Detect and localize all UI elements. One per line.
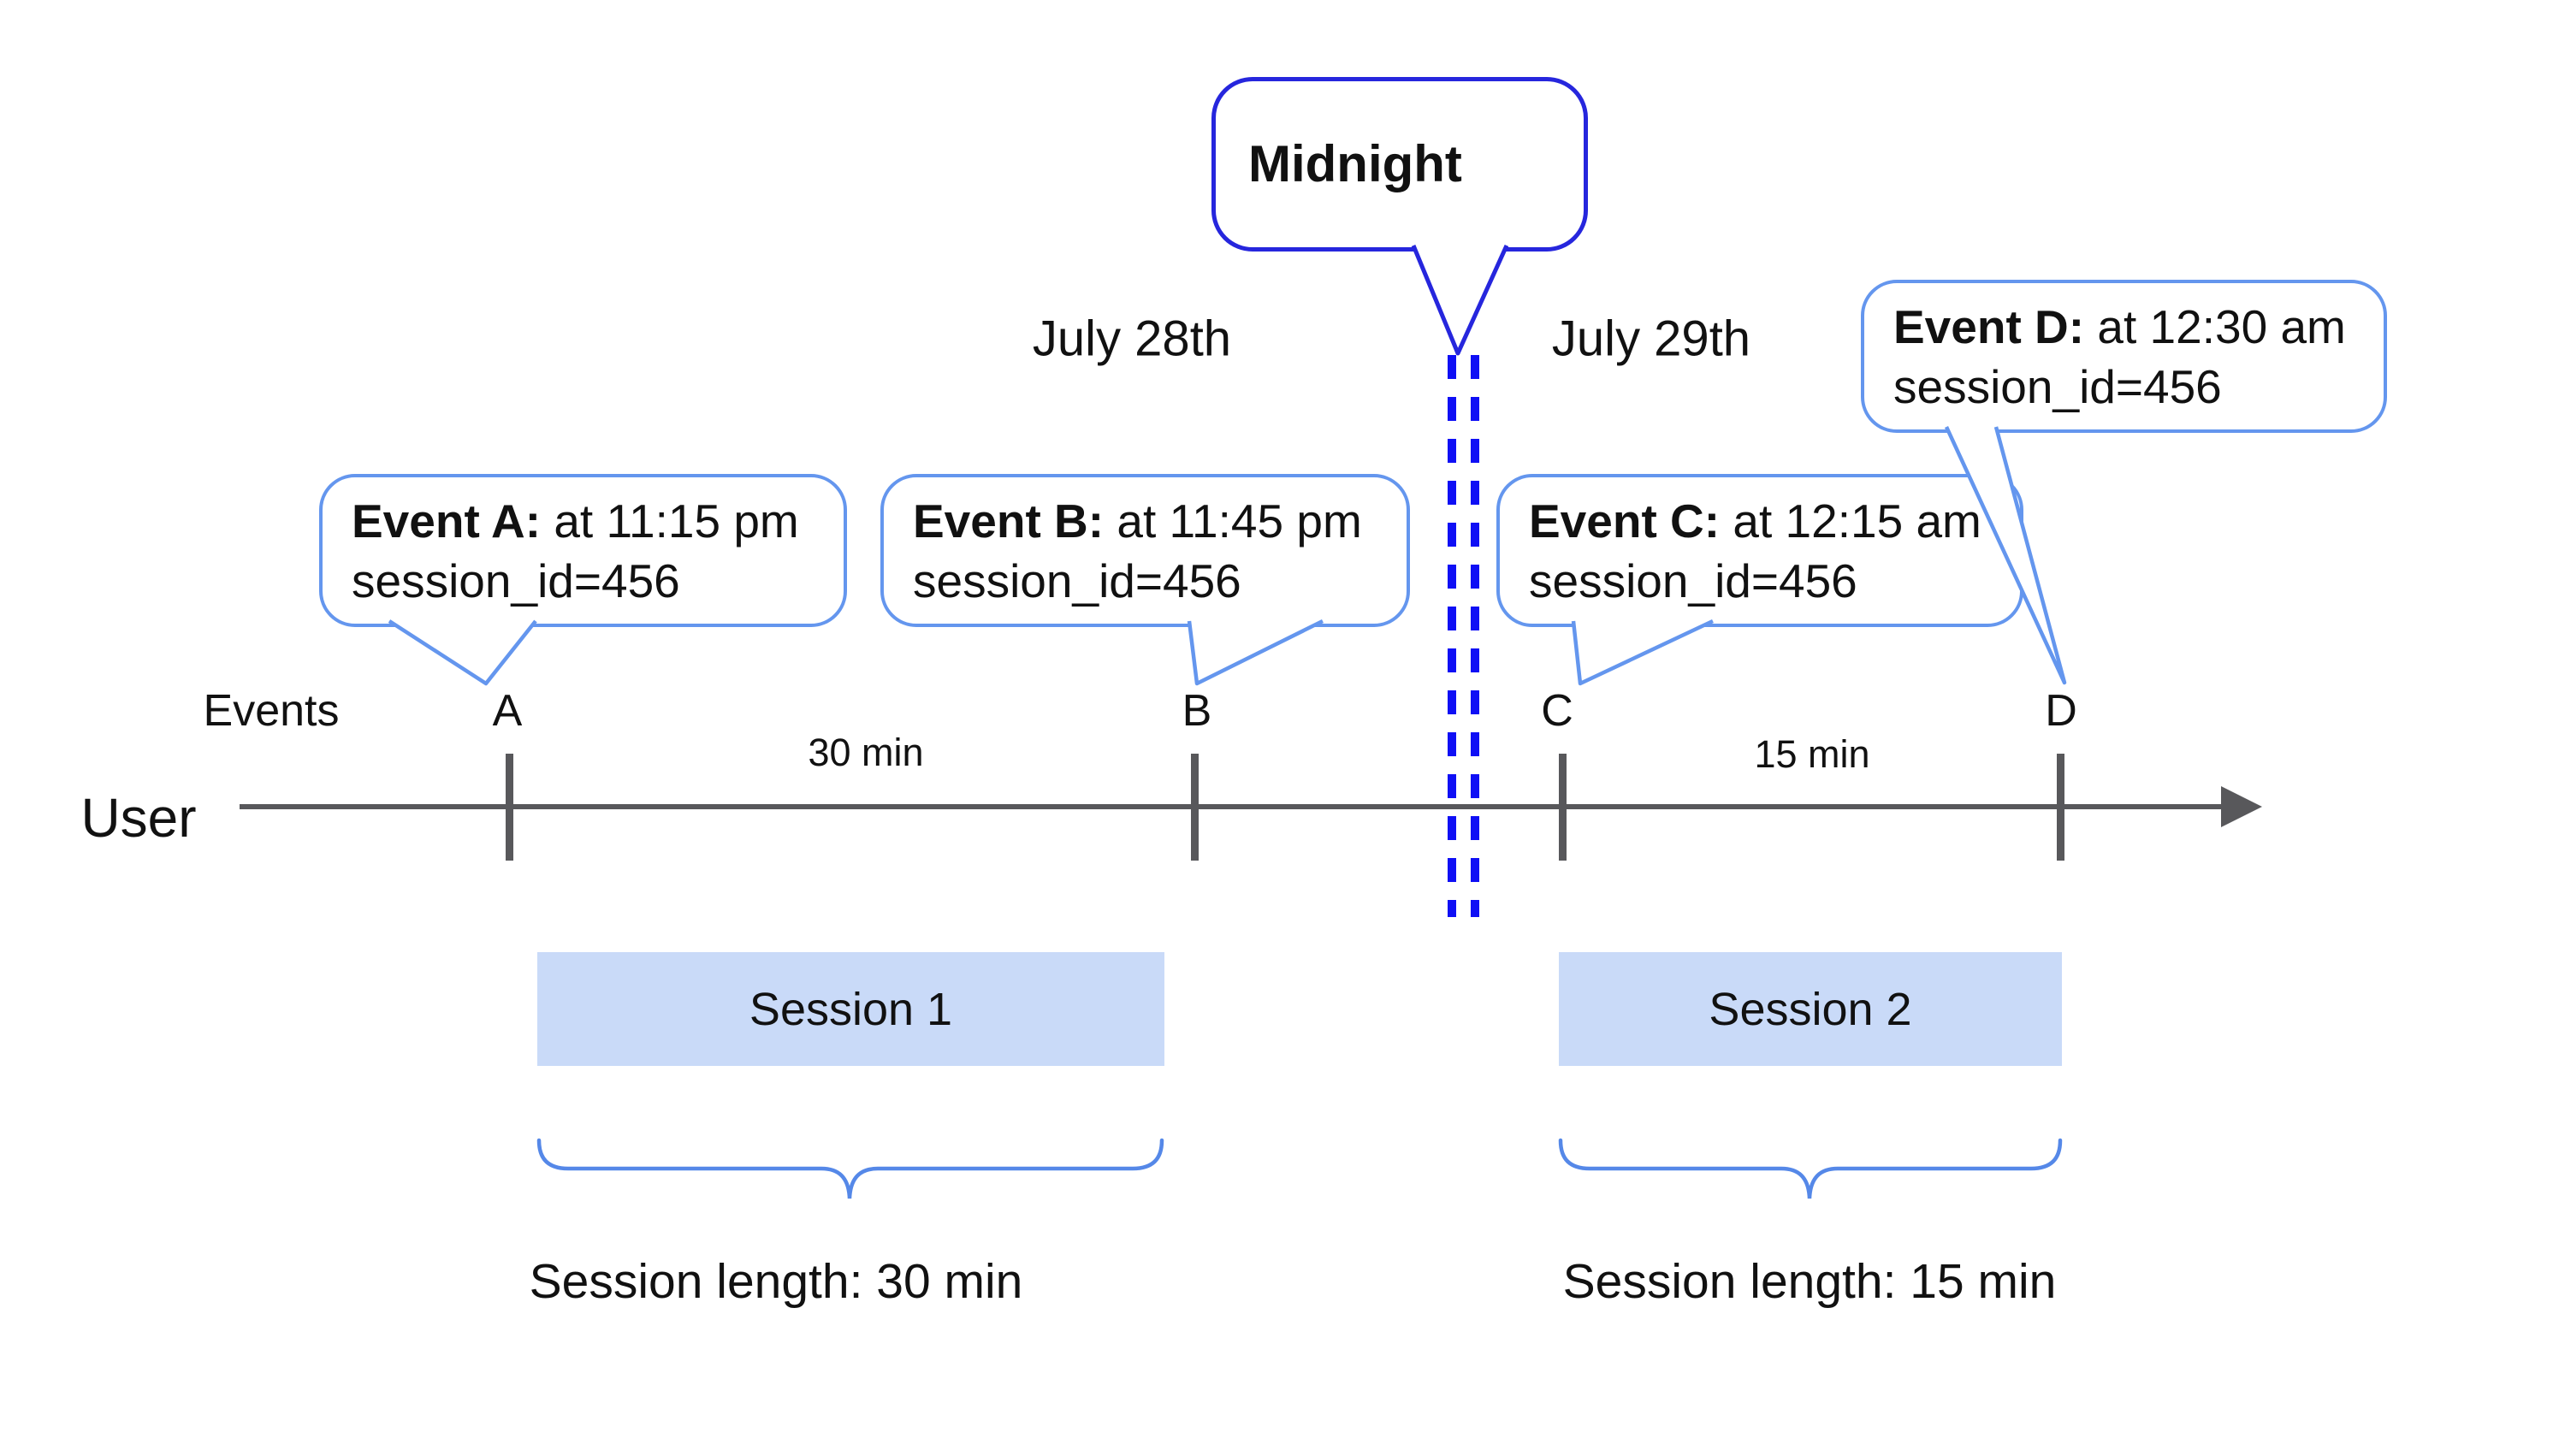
event-b-session-id: session_id=456 (913, 553, 1241, 607)
date-label-july-28: July 28th (1032, 311, 1232, 367)
event-a-callout-tail (388, 619, 537, 686)
midnight-callout-bubble: Midnight (1211, 77, 1588, 252)
event-a-session-id: session_id=456 (352, 553, 680, 607)
tick-letter-b: B (1182, 686, 1212, 736)
event-d-title-line: Event D: at 12:30 am (1893, 297, 2384, 357)
session-1-brace (536, 1138, 1164, 1199)
event-d-session-id: session_id=456 (1893, 359, 2222, 413)
event-a-title-line: Event A: at 11:15 pm (352, 491, 844, 551)
event-c-callout-bubble: Event C: at 12:15 am session_id=456 (1496, 474, 2023, 627)
event-a-time: at 11:15 pm (554, 494, 799, 547)
event-a-name: Event A: (352, 494, 542, 547)
events-row-label: Events (203, 686, 340, 736)
event-b-callout-bubble: Event B: at 11:45 pm session_id=456 (880, 474, 1410, 627)
tick-letter-d: D (2045, 686, 2077, 736)
event-b-name: Event B: (913, 494, 1105, 547)
interval-label-15min: 15 min (1754, 732, 1870, 776)
event-c-name: Event C: (1529, 494, 1721, 547)
event-a-callout-bubble: Event A: at 11:15 pm session_id=456 (319, 474, 847, 627)
session-1-box: Session 1 (537, 952, 1164, 1066)
tick-d (2057, 754, 2064, 861)
tick-letter-a: A (492, 686, 523, 736)
event-c-callout-tail (1571, 619, 1714, 686)
event-b-time: at 11:45 pm (1117, 494, 1362, 547)
session-2-length-label: Session length: 15 min (1562, 1254, 2057, 1309)
event-c-session-id: session_id=456 (1529, 553, 1857, 607)
session-2-brace (1558, 1138, 2063, 1199)
event-d-callout-bubble: Event D: at 12:30 am session_id=456 (1861, 280, 2387, 433)
tick-b (1191, 754, 1199, 861)
event-b-title-line: Event B: at 11:45 pm (913, 491, 1407, 551)
session-2-label: Session 2 (1709, 983, 1912, 1035)
midnight-label: Midnight (1248, 135, 1462, 192)
session-2-box: Session 2 (1559, 952, 2062, 1066)
session-1-label: Session 1 (749, 983, 953, 1035)
event-d-name: Event D: (1893, 299, 2085, 353)
interval-label-30min: 30 min (808, 731, 924, 774)
event-c-title-line: Event C: at 12:15 am (1529, 491, 2020, 551)
date-label-july-29: July 29th (1551, 311, 1751, 367)
tick-c (1559, 754, 1567, 861)
tick-letter-c: C (1541, 686, 1573, 736)
session-1-length-label: Session length: 30 min (529, 1254, 1023, 1309)
timeline-arrowhead-icon (2221, 786, 2262, 827)
tick-a (506, 754, 513, 861)
user-row-label: User (80, 787, 197, 849)
event-b-callout-tail (1187, 619, 1324, 686)
event-c-time: at 12:15 am (1733, 494, 1981, 547)
event-d-time: at 12:30 am (2097, 299, 2346, 353)
midnight-callout-tail (1411, 244, 1509, 356)
